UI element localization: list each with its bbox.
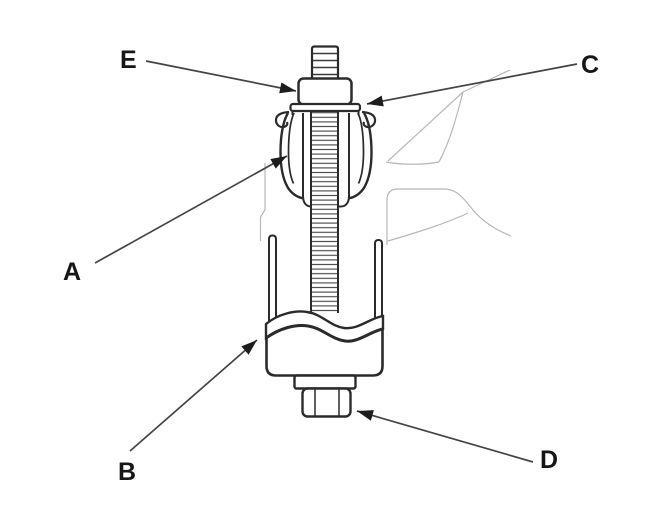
background-structure-lines [259, 69, 512, 245]
callout-e: E [120, 46, 138, 74]
callout-c: C [581, 51, 600, 79]
leader-line-d [356, 410, 534, 463]
leader-line-e [145, 60, 297, 94]
lower-bracket [264, 310, 385, 377]
upper-nut [297, 77, 353, 106]
leader-lines [94, 60, 578, 463]
callout-d: D [540, 446, 559, 474]
leader-line-a [94, 155, 288, 264]
stud-top-threads [310, 45, 340, 78]
callout-a: A [63, 258, 82, 286]
housing-walls [268, 234, 383, 327]
leader-line-b [129, 339, 258, 452]
leader-line-c [366, 63, 578, 107]
callout-b: B [118, 458, 137, 486]
lower-nut [293, 374, 357, 418]
upper-mount-bushing [274, 110, 377, 208]
threaded-rod [310, 110, 339, 313]
